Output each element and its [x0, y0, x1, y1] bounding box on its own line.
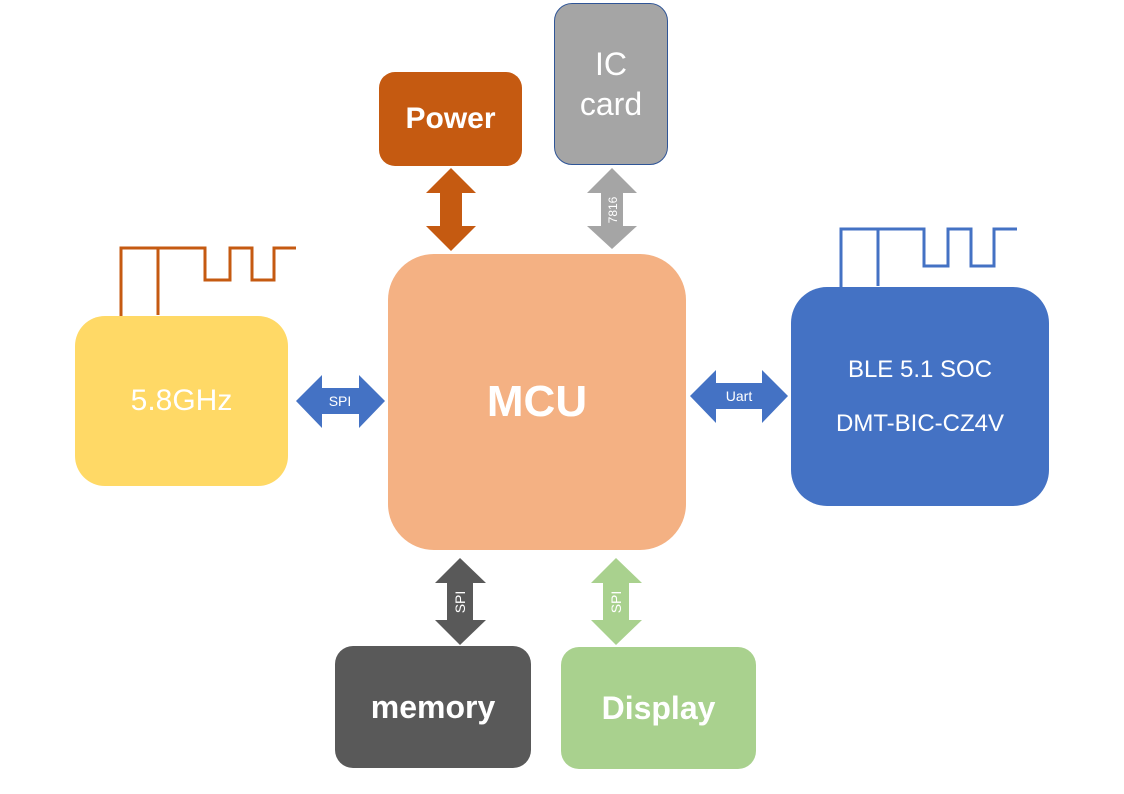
- ic-card-label-line2: card: [579, 86, 643, 122]
- display-label: Display: [601, 689, 716, 726]
- power-label: Power: [405, 102, 496, 135]
- memory-link-label: SPI: [452, 591, 468, 614]
- ble-link-arrow: [690, 370, 788, 423]
- rf-link-arrow: [296, 375, 385, 428]
- display-link-label: SPI: [608, 591, 624, 614]
- memory-link-arrow: [435, 558, 486, 645]
- rf-label: 5.8GHz: [130, 384, 233, 417]
- rf-link-label: SPI: [329, 393, 352, 409]
- mcu-label: MCU: [486, 377, 588, 426]
- power-block: Power: [379, 72, 522, 166]
- display-block: Display: [561, 647, 756, 769]
- mcu-block: MCU: [388, 254, 686, 550]
- ic-card-link-arrow: [587, 168, 637, 249]
- display-link-arrow: [591, 558, 642, 645]
- ble-label-line2: DMT-BIC-CZ4V: [836, 409, 1004, 437]
- ble-antenna-icon: [839, 227, 1017, 288]
- ic-card-block: IC card: [554, 3, 668, 165]
- ic-card-link-label: 7816: [606, 196, 620, 223]
- rf-5-8ghz-block: 5.8GHz: [75, 316, 288, 486]
- ble-label-line1: BLE 5.1 SOC: [847, 355, 993, 383]
- ble-soc-block: BLE 5.1 SOC DMT-BIC-CZ4V: [791, 287, 1049, 506]
- memory-block: memory: [335, 646, 531, 768]
- memory-label: memory: [370, 688, 496, 725]
- power-link-arrow: [426, 168, 476, 251]
- ble-link-label: Uart: [726, 388, 753, 404]
- ic-card-label-line1: IC: [595, 46, 627, 82]
- rf-antenna-icon: [119, 246, 296, 318]
